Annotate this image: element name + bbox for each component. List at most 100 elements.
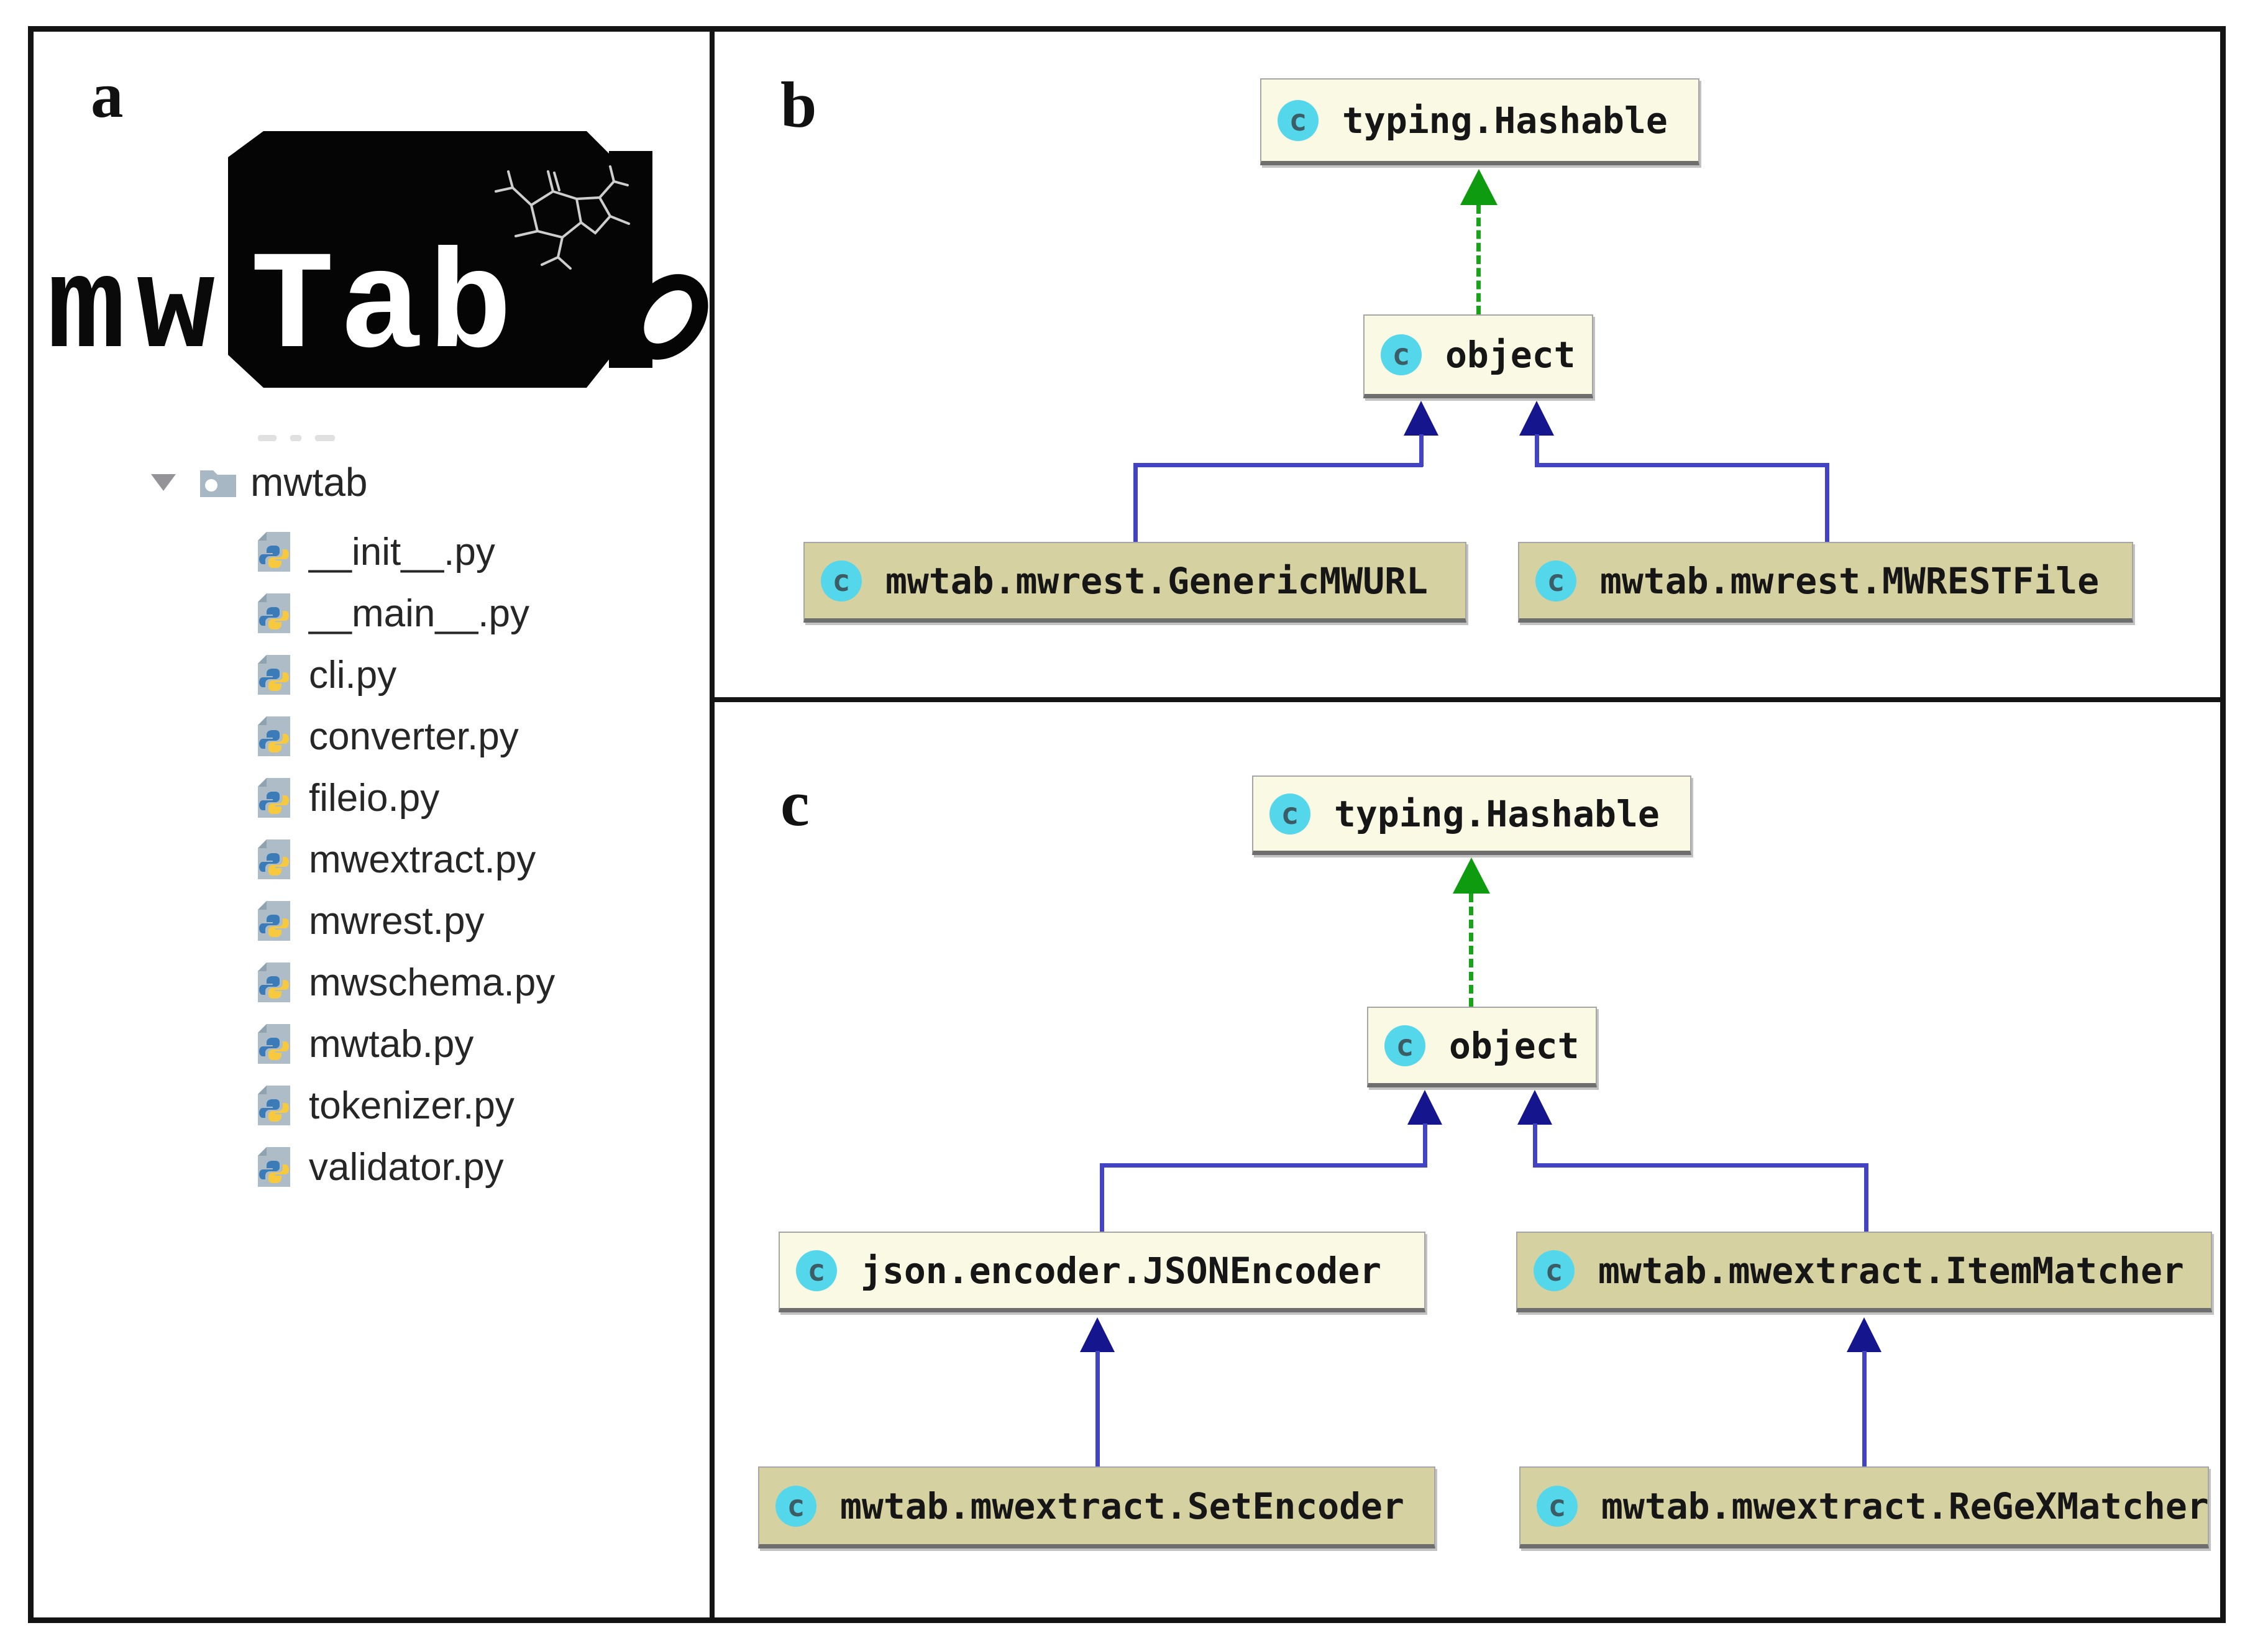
inheritance-line — [1100, 1163, 1427, 1168]
class-icon: c — [775, 1485, 816, 1527]
inheritance-line — [1533, 1123, 1537, 1167]
tag-icon — [228, 131, 613, 388]
figure-border — [28, 26, 2226, 1623]
molecule-icon — [495, 165, 630, 270]
tree-item[interactable]: validator.py — [258, 1142, 504, 1192]
class-node-typing-hashable-c[interactable]: c typing.Hashable — [1252, 775, 1691, 855]
tag-ring-icon — [628, 274, 708, 360]
tree-item-label: cli.py — [309, 653, 397, 697]
tree-item[interactable]: tokenizer.py — [258, 1081, 514, 1130]
python-file-icon — [258, 532, 290, 572]
folder-icon — [200, 470, 236, 497]
class-icon: c — [1537, 1485, 1578, 1527]
class-node-label: object — [1445, 334, 1576, 376]
tree-item[interactable]: mwrest.py — [258, 896, 484, 946]
tree-item-label: fileio.py — [309, 776, 440, 820]
panel-divider-horizontal — [710, 697, 2226, 702]
python-file-icon — [258, 839, 290, 879]
tree-root-label: mwtab — [250, 460, 368, 505]
class-node-label: mwtab.mwextract.ItemMatcher — [1598, 1249, 2184, 1292]
tree-item[interactable]: __main__.py — [258, 588, 529, 638]
inheritance-line — [1423, 1123, 1427, 1167]
class-node-mwrestfile[interactable]: c mwtab.mwrest.MWRESTFile — [1518, 542, 2133, 623]
inheritance-line — [1095, 1351, 1100, 1466]
tree-item[interactable]: cli.py — [258, 650, 396, 700]
class-node-regexmatcher[interactable]: c mwtab.mwextract.ReGeXMatcher — [1519, 1466, 2209, 1548]
inheritance-line — [1133, 463, 1138, 542]
logo-suffix-text: Tab — [250, 230, 517, 388]
realization-dashed-line — [1469, 894, 1473, 1007]
inheritance-line — [1100, 1163, 1104, 1232]
inheritance-line — [1533, 1163, 1868, 1168]
class-node-label: typing.Hashable — [1342, 99, 1668, 142]
panel-divider-vertical — [710, 26, 715, 1623]
panel-a-label: a — [91, 58, 124, 131]
inheritance-arrowhead-icon — [1847, 1317, 1882, 1352]
python-file-icon — [258, 1086, 290, 1125]
class-node-itemmatcher[interactable]: c mwtab.mwextract.ItemMatcher — [1516, 1232, 2212, 1312]
mwtab-logo: mw Tab — [47, 131, 708, 388]
tree-item-label: mwtab.py — [309, 1022, 474, 1066]
tree-item[interactable]: mwtab.py — [258, 1019, 473, 1069]
tree-item-label: mwextract.py — [309, 838, 536, 881]
class-node-label: mwtab.mwrest.GenericMWURL — [885, 559, 1428, 602]
tree-item-label: mwschema.py — [309, 961, 556, 1004]
inheritance-line — [1133, 463, 1423, 467]
realization-arrowhead-icon — [1460, 169, 1498, 205]
inheritance-line — [1825, 463, 1829, 542]
disclosure-triangle-icon[interactable] — [151, 473, 176, 491]
class-icon: c — [821, 560, 862, 601]
inheritance-line — [1862, 1351, 1867, 1466]
python-file-icon — [258, 901, 290, 941]
realization-dashed-line — [1476, 205, 1481, 314]
inheritance-line — [1535, 463, 1829, 467]
tree-item[interactable]: mwextract.py — [258, 835, 536, 884]
tree-item-label: converter.py — [309, 715, 519, 758]
class-node-label: mwtab.mwrest.MWRESTFile — [1600, 559, 2100, 602]
class-node-jsonencoder[interactable]: c json.encoder.JSONEncoder — [779, 1232, 1425, 1312]
tree-item-label: validator.py — [309, 1145, 504, 1189]
class-node-label: json.encoder.JSONEncoder — [861, 1249, 1382, 1292]
inheritance-line — [1864, 1163, 1868, 1232]
tree-item-label: tokenizer.py — [309, 1084, 514, 1127]
python-file-icon — [258, 593, 290, 633]
class-icon: c — [1269, 793, 1310, 835]
inheritance-arrowhead-icon — [1404, 401, 1438, 436]
panel-b-label: b — [780, 68, 817, 141]
inheritance-arrowhead-icon — [1080, 1317, 1115, 1352]
cropped-text-remnant — [258, 435, 335, 441]
tree-item[interactable]: __init__.py — [258, 527, 495, 577]
class-node-label: object — [1449, 1024, 1580, 1067]
class-icon: c — [1384, 1025, 1425, 1066]
class-icon: c — [1534, 1250, 1575, 1291]
class-node-genericmwurl[interactable]: c mwtab.mwrest.GenericMWURL — [803, 542, 1466, 623]
python-file-icon — [258, 778, 290, 818]
inheritance-line — [1535, 434, 1539, 467]
python-file-icon — [258, 716, 290, 756]
panel-c-label: c — [780, 767, 810, 839]
logo-prefix-text: mw — [47, 238, 226, 386]
inheritance-arrowhead-icon — [1519, 401, 1554, 436]
tree-item-label: __init__.py — [309, 530, 495, 574]
python-file-icon — [258, 1147, 290, 1187]
class-node-label: typing.Hashable — [1334, 792, 1660, 835]
class-node-object-b[interactable]: c object — [1363, 314, 1593, 398]
class-node-label: mwtab.mwextract.ReGeXMatcher — [1601, 1484, 2209, 1527]
class-icon: c — [1381, 334, 1422, 375]
inheritance-arrowhead-icon — [1407, 1090, 1442, 1125]
python-file-icon — [258, 655, 290, 695]
class-node-object-c[interactable]: c object — [1367, 1007, 1597, 1087]
tree-item-label: mwrest.py — [309, 899, 485, 943]
tree-item[interactable]: converter.py — [258, 711, 519, 761]
class-icon: c — [796, 1250, 837, 1291]
tree-item[interactable]: mwschema.py — [258, 958, 555, 1007]
tree-root-folder[interactable]: mwtab — [151, 457, 368, 507]
inheritance-arrowhead-icon — [1517, 1090, 1552, 1125]
class-node-setencoder[interactable]: c mwtab.mwextract.SetEncoder — [758, 1466, 1435, 1548]
class-node-label: mwtab.mwextract.SetEncoder — [840, 1484, 1404, 1527]
inheritance-line — [1419, 434, 1424, 467]
class-icon: c — [1535, 560, 1576, 601]
class-node-typing-hashable-b[interactable]: c typing.Hashable — [1260, 78, 1699, 165]
tree-item[interactable]: fileio.py — [258, 773, 439, 823]
